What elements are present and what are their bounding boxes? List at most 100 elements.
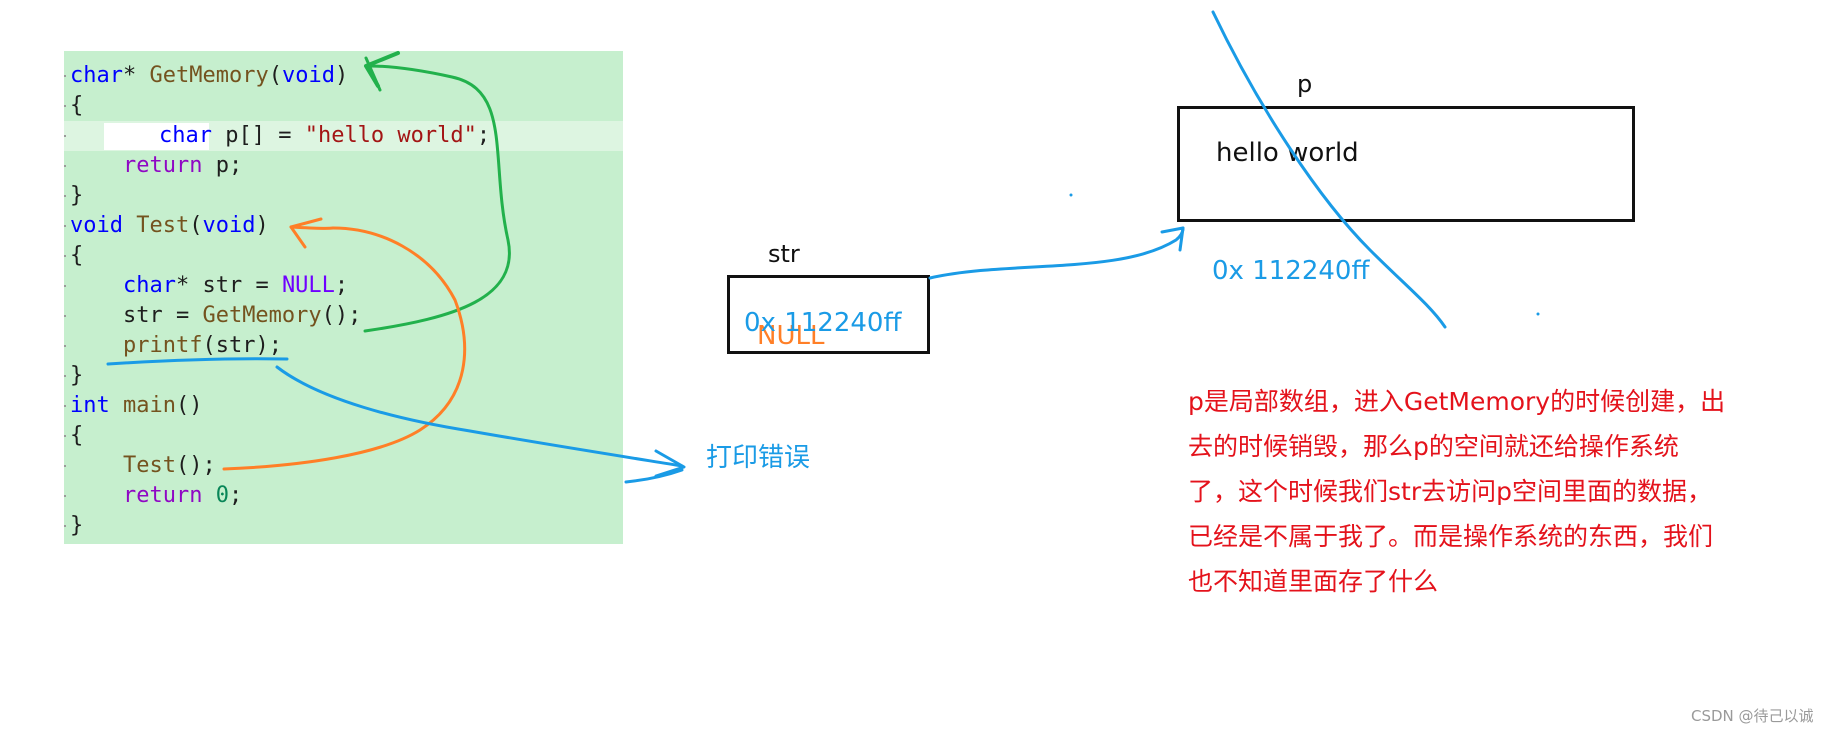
code-token: { [70, 423, 84, 448]
code-token: 0 [215, 483, 229, 508]
code-text: Test(); [70, 451, 216, 481]
code-line: return 0; [64, 481, 623, 511]
note-line: 去的时候销毁，那么p的空间就还给操作系统 [1188, 432, 1679, 461]
code-token [110, 393, 123, 418]
code-token: char [70, 63, 123, 88]
code-line: char p[] = "hello world"; [64, 121, 623, 151]
code-line: int main() [64, 391, 623, 421]
code-token [70, 453, 123, 478]
code-token: ) [334, 63, 349, 88]
gutter-marker [64, 195, 66, 197]
code-token: ; [228, 483, 243, 508]
code-line: Test(); [64, 451, 623, 481]
code-line: void Test(void) [64, 211, 623, 241]
code-line: return p; [64, 151, 623, 181]
code-text: str = GetMemory(); [70, 301, 361, 331]
gutter-marker [64, 165, 66, 167]
code-token: * str = [175, 273, 282, 298]
code-token: (); [321, 303, 362, 328]
code-token: void [202, 213, 256, 238]
code-text: char p[] = "hello world"; [159, 121, 490, 151]
code-line: printf(str); [64, 331, 623, 361]
code-token: ) [255, 213, 269, 238]
gutter-marker [64, 375, 66, 377]
code-line: { [64, 421, 623, 451]
code-text: printf(str); [70, 331, 282, 361]
code-token: void [281, 63, 335, 88]
gutter-marker [64, 255, 66, 257]
code-token: p; [202, 153, 243, 178]
code-token [202, 483, 215, 508]
code-text: } [70, 361, 83, 391]
code-token: return [122, 483, 203, 508]
code-line: { [64, 91, 623, 121]
code-token: } [70, 513, 84, 538]
code-token: () [175, 393, 203, 418]
note-line: 已经是不属于我了。而是操作系统的东西，我们 [1188, 522, 1714, 551]
gutter-marker [64, 285, 66, 287]
code-text: int main() [70, 391, 202, 421]
pointer-arrowhead [1160, 226, 1185, 252]
stray-dot [1069, 193, 1073, 197]
note-line: p是局部数组，进入GetMemory的时候创建，出 [1188, 387, 1726, 416]
code-token: { [70, 243, 84, 268]
code-line: { [64, 241, 623, 271]
str-null-value: NULL [757, 321, 825, 351]
code-line: } [64, 511, 623, 541]
code-token: str = [70, 303, 203, 328]
gutter-marker [64, 345, 66, 347]
stray-dot [1536, 312, 1540, 316]
gutter-marker [64, 525, 66, 527]
p-address-label: 0x 112240ff [1212, 256, 1370, 286]
code-token: ; [334, 273, 349, 298]
code-token: char [122, 273, 176, 298]
code-line: char* GetMemory(void) [64, 61, 623, 91]
note-line: 了，这个时候我们str去访问p空间里面的数据， [1188, 477, 1712, 506]
code-text: { [70, 241, 83, 271]
code-token: (); [175, 453, 216, 478]
code-text: { [70, 91, 83, 121]
code-token [123, 213, 136, 238]
code-token: ; [476, 123, 491, 148]
gutter-marker [64, 75, 66, 77]
code-line: } [64, 181, 623, 211]
code-token: { [70, 93, 84, 118]
code-token [70, 483, 123, 508]
gutter-marker [64, 225, 66, 227]
note-line: 也不知道里面存了什么 [1188, 567, 1439, 596]
code-text: char* str = NULL; [70, 271, 348, 301]
pointer-arrow [928, 226, 1185, 280]
code-token: * [122, 63, 150, 88]
code-token: (str); [202, 333, 282, 358]
code-token: } [70, 363, 84, 388]
code-panel: char* GetMemory(void){char p[] = "hello … [64, 51, 623, 544]
code-token: main [123, 393, 176, 418]
code-text: { [70, 421, 83, 451]
gutter-marker [64, 435, 66, 437]
str-label: str [768, 240, 800, 268]
str-box [727, 275, 930, 354]
code-token: char [159, 123, 212, 148]
gutter-marker [64, 105, 66, 107]
gutter-marker [64, 465, 66, 467]
code-token: int [70, 393, 110, 418]
code-token: ( [268, 63, 282, 88]
code-token: } [70, 183, 84, 208]
watermark: CSDN @待己以诚 [1691, 707, 1814, 725]
code-token: GetMemory [202, 303, 322, 328]
gutter-marker [64, 315, 66, 317]
whiteout-patch [104, 123, 209, 150]
code-token [70, 153, 123, 178]
code-token: Test [122, 453, 176, 478]
code-line: char* str = NULL; [64, 271, 623, 301]
code-token: void [70, 213, 123, 238]
print-error-arrowhead [654, 449, 686, 478]
gutter-marker [64, 405, 66, 407]
print-error-label: 打印错误 [706, 443, 811, 473]
code-token: "hello world" [304, 123, 477, 148]
code-token: GetMemory [149, 63, 269, 88]
code-text: } [70, 181, 83, 211]
str-address-value: 0x 112240ff [744, 308, 902, 338]
p-content-text: hello world [1216, 138, 1359, 168]
code-text: return 0; [70, 481, 242, 511]
